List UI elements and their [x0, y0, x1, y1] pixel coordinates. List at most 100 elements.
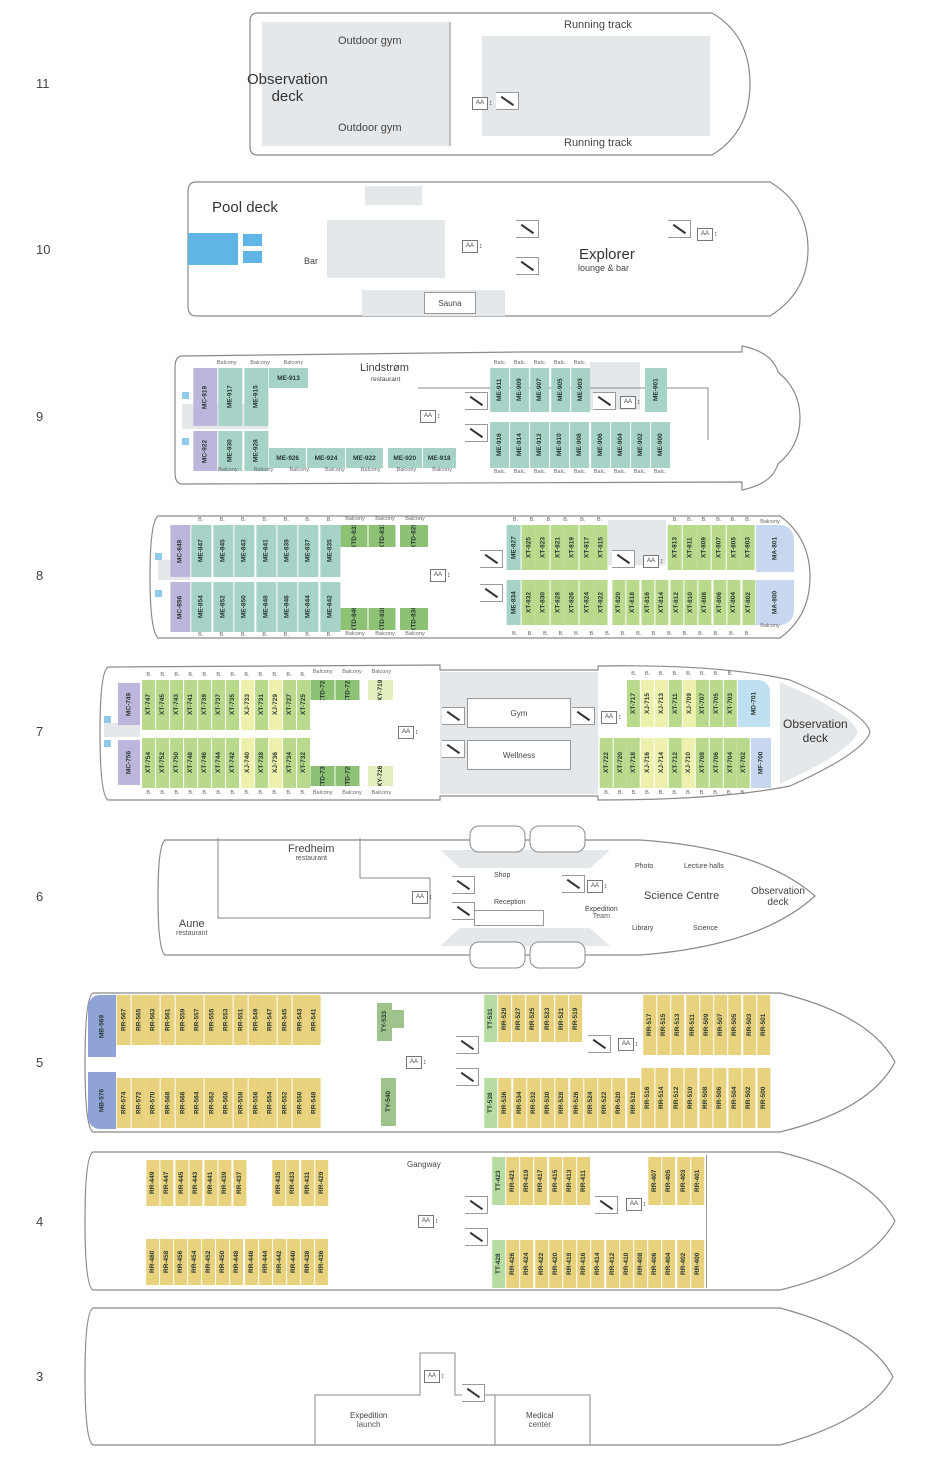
cabin-xtd-833[interactable]: XTD-833: [341, 525, 368, 547]
cabin-xt-707[interactable]: XT-707: [696, 680, 710, 727]
cabin-rr-429[interactable]: RR-429: [314, 1160, 328, 1206]
cabin-rr-442[interactable]: RR-442: [272, 1239, 286, 1285]
cabin-xj-729[interactable]: XJ-729: [268, 680, 282, 730]
cabin-rr-565[interactable]: RR-565: [131, 995, 146, 1045]
cabin-xt-718[interactable]: XT-718: [627, 738, 641, 788]
cabin-rr-446[interactable]: RR-446: [244, 1239, 258, 1285]
cabin-rr-558[interactable]: RR-558: [234, 1078, 248, 1128]
cabin-xtd-730[interactable]: XTD-730: [311, 766, 335, 786]
cabin-rr-572[interactable]: RR-572: [131, 1078, 146, 1128]
cabin-xt-741[interactable]: XT-741: [184, 680, 198, 730]
cabin-rr-443[interactable]: RR-443: [189, 1160, 203, 1206]
cabin-me-910[interactable]: ME-910: [550, 422, 570, 468]
cabin-xj-709[interactable]: XJ-709: [682, 680, 696, 727]
cabin-rr-568[interactable]: RR-568: [160, 1078, 175, 1128]
cabin-rr-563[interactable]: RR-563: [146, 995, 160, 1045]
cabin-xt-722[interactable]: XT-722: [600, 738, 613, 788]
cabin-me-902[interactable]: ME-902: [630, 422, 650, 468]
cabin-xt-828[interactable]: XT-828: [550, 580, 565, 625]
cabin-rr-519[interactable]: RR-519: [568, 995, 582, 1042]
cabin-me-848[interactable]: ME-848: [255, 582, 276, 632]
cabin-xt-806[interactable]: XT-806: [712, 580, 727, 625]
cabin-xt-832[interactable]: XT-832: [521, 580, 536, 625]
cabin-rr-517[interactable]: RR-517: [643, 995, 657, 1055]
cabin-rr-561[interactable]: RR-561: [160, 995, 175, 1045]
cabin-xt-802[interactable]: XT-802: [741, 580, 756, 625]
cabin-rr-566[interactable]: RR-566: [175, 1078, 190, 1128]
cabin-rr-441[interactable]: RR-441: [203, 1160, 218, 1206]
cabin-xt-704[interactable]: XT-704: [723, 738, 737, 788]
cabin-mb-576[interactable]: MB-576: [88, 1072, 116, 1129]
cabin-rr-543[interactable]: RR-543: [292, 995, 307, 1045]
cabin-me-915[interactable]: ME-915: [243, 368, 268, 426]
cabin-tt-531[interactable]: TT-531: [484, 995, 498, 1042]
cabin-xt-811[interactable]: XT-811: [682, 525, 697, 570]
cabin-xt-804[interactable]: XT-804: [727, 580, 741, 625]
cabin-rr-551[interactable]: RR-551: [234, 995, 248, 1045]
cabin-rr-420[interactable]: RR-420: [548, 1240, 563, 1288]
cabin-rr-567[interactable]: RR-567: [117, 995, 131, 1045]
cabin-xt-803[interactable]: XT-803: [741, 525, 756, 570]
cabin-ty-533[interactable]: TY-533: [377, 1003, 392, 1041]
cabin-rr-414[interactable]: RR-414: [591, 1240, 605, 1288]
cabin-xj-714[interactable]: XJ-714: [654, 738, 668, 788]
cabin-me-903[interactable]: ME-903: [570, 368, 591, 412]
cabin-me-918[interactable]: ME-918: [422, 448, 456, 468]
cabin-rr-460[interactable]: RR-460: [146, 1239, 160, 1285]
cabin-me-835[interactable]: ME-835: [319, 525, 340, 577]
cabin-me-930[interactable]: ME-930: [218, 431, 243, 471]
cabin-xt-706[interactable]: XT-706: [709, 738, 723, 788]
cabin-rr-525[interactable]: RR-525: [526, 995, 540, 1042]
cabin-xtd-723[interactable]: XTD-723: [311, 680, 335, 700]
cabin-xt-705[interactable]: XT-705: [710, 680, 724, 727]
cabin-xt-738[interactable]: XT-738: [254, 738, 268, 788]
cabin-rr-545[interactable]: RR-545: [278, 995, 292, 1045]
cabin-rr-513[interactable]: RR-513: [671, 995, 685, 1055]
cabin-tt-428[interactable]: TT-428: [492, 1240, 506, 1288]
cabin-xt-808[interactable]: XT-808: [698, 580, 712, 625]
cabin-rr-431[interactable]: RR-431: [300, 1160, 314, 1206]
cabin-xtd-831[interactable]: XTD-831: [368, 525, 395, 547]
cabin-xt-822[interactable]: XT-822: [594, 580, 609, 625]
cabin-rr-559[interactable]: RR-559: [175, 995, 190, 1045]
cabin-xt-743[interactable]: XT-743: [170, 680, 184, 730]
cabin-mc-849[interactable]: MC-849: [170, 525, 191, 577]
cabin-me-842[interactable]: ME-842: [319, 582, 340, 632]
cabin-me-906[interactable]: ME-906: [590, 422, 610, 468]
cabin-tt-423[interactable]: TT-423: [492, 1157, 506, 1205]
cabin-xt-742[interactable]: XT-742: [226, 738, 240, 788]
cabin-rr-408[interactable]: RR-408: [634, 1240, 648, 1288]
cabin-xt-745[interactable]: XT-745: [156, 680, 170, 730]
cabin-xt-815[interactable]: XT-815: [594, 525, 609, 570]
cabin-rr-574[interactable]: RR-574: [117, 1078, 131, 1128]
cabin-xj-715[interactable]: XJ-715: [640, 680, 654, 727]
cabin-rr-516[interactable]: RR-516: [641, 1068, 655, 1128]
cabin-xt-732[interactable]: XT-732: [296, 738, 310, 788]
cabin-mc-756[interactable]: MC-756: [118, 740, 140, 785]
cabin-me-920[interactable]: ME-920: [388, 448, 422, 468]
cabin-xt-754[interactable]: XT-754: [142, 738, 156, 788]
cabin-rr-511[interactable]: RR-511: [685, 995, 699, 1055]
cabin-mc-922[interactable]: MC-922: [193, 431, 218, 471]
cabin-rr-522[interactable]: RR-522: [598, 1078, 612, 1128]
cabin-me-917[interactable]: ME-917: [218, 368, 243, 426]
cabin-xt-750[interactable]: XT-750: [170, 738, 184, 788]
cabin-rr-548[interactable]: RR-548: [307, 1078, 321, 1128]
cabin-xtd-836[interactable]: XTD-836: [400, 608, 428, 630]
cabin-xy-719[interactable]: XY-719: [368, 680, 393, 700]
cabin-me-846[interactable]: ME-846: [276, 582, 298, 632]
cabin-me-911[interactable]: ME-911: [490, 368, 510, 412]
cabin-xtd-728[interactable]: XTD-728: [335, 766, 359, 786]
cabin-xt-813[interactable]: XT-813: [668, 525, 682, 570]
cabin-rr-530[interactable]: RR-530: [541, 1078, 555, 1128]
cabin-rr-505[interactable]: RR-505: [728, 995, 742, 1055]
cabin-xt-731[interactable]: XT-731: [254, 680, 268, 730]
cabin-rr-452[interactable]: RR-452: [202, 1239, 216, 1285]
cabin-rr-520[interactable]: RR-520: [612, 1078, 626, 1128]
cabin-me-843[interactable]: ME-843: [234, 525, 255, 577]
cabin-me-844[interactable]: ME-844: [298, 582, 319, 632]
cabin-xj-716[interactable]: XJ-716: [641, 738, 654, 788]
cabin-rr-528[interactable]: RR-528: [555, 1078, 569, 1128]
cabin-rr-503[interactable]: RR-503: [742, 995, 756, 1055]
cabin-rr-402[interactable]: RR-402: [676, 1240, 690, 1288]
